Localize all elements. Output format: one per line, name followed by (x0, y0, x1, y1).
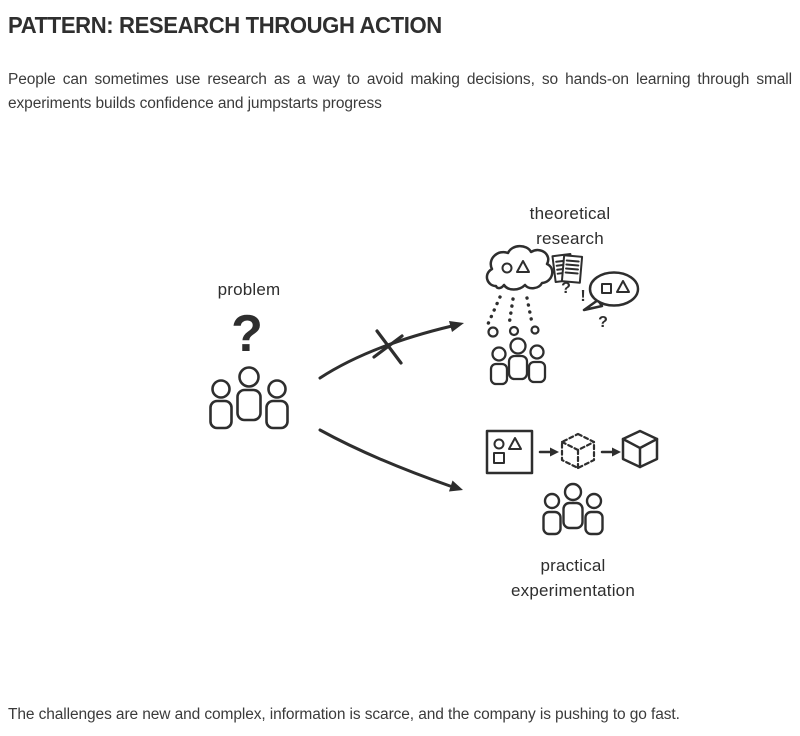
arrow-icon (538, 447, 559, 457)
thought-cloud-icon (485, 244, 554, 291)
practical-label: practical experimentation (511, 556, 635, 600)
theoretical-label: theoretical research (530, 204, 611, 248)
arrow-to-practical (318, 428, 463, 492)
dashed-cube-icon (560, 432, 596, 470)
x-mark-icon (372, 329, 404, 365)
solid-cube-icon (621, 429, 659, 469)
question-mark-icon: ? (598, 314, 608, 331)
theoretical-label-line1: theoretical (530, 204, 611, 223)
crowd-practical-icon (542, 482, 604, 536)
footer-note: The challenges are new and complex, info… (8, 706, 680, 723)
arrow-icon (600, 447, 621, 457)
theoretical-label-line2: research (536, 229, 604, 248)
arrow-to-theoretical (318, 321, 464, 380)
practical-label-line2: experimentation (511, 581, 635, 600)
page-title: PATTERN: RESEARCH THROUGH ACTION (8, 12, 442, 38)
exclamation-mark-icon: ! (580, 288, 585, 305)
crowd-theoretical-icon (489, 337, 547, 386)
question-mark-icon: ? (561, 280, 571, 297)
diagram-canvas: problem ? theoretical research (209, 204, 659, 600)
experiment-box-icon (485, 429, 534, 475)
documents-icon (551, 253, 584, 284)
speech-bubble-icon (582, 271, 640, 312)
intro-paragraph: People can sometimes use research as a w… (8, 71, 792, 113)
problem-question-mark-icon: ? (231, 305, 263, 363)
crowd-problem-icon (209, 366, 289, 430)
practical-label-line1: practical (540, 556, 605, 575)
problem-label: problem (218, 280, 281, 299)
dotted-trails-icon (486, 295, 540, 338)
